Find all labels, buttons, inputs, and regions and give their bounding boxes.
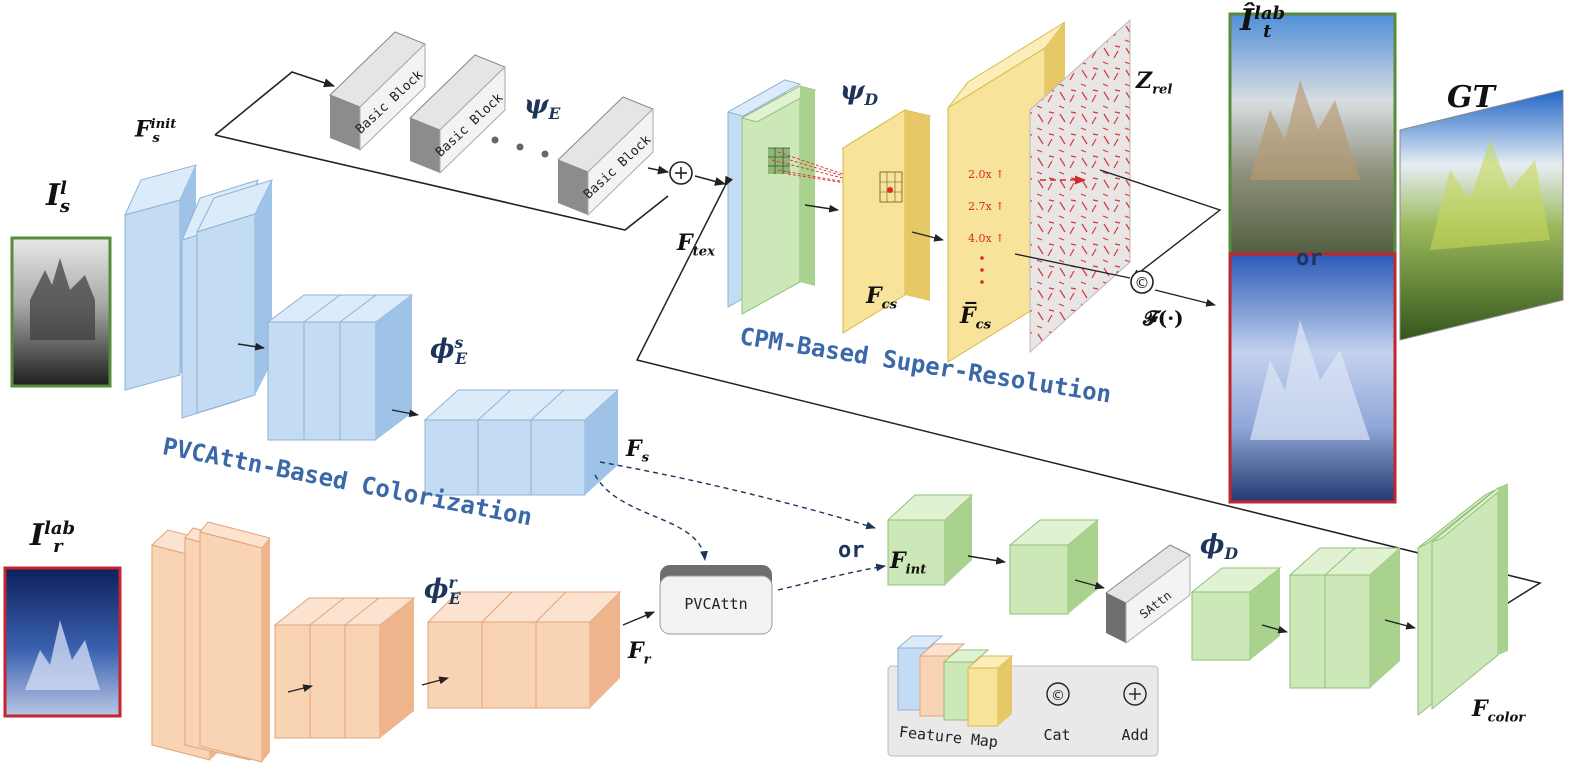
long-return-line <box>635 175 1542 609</box>
label-f-cs: Fcs <box>866 283 898 313</box>
scale-dots <box>980 256 984 284</box>
texture-feature-green <box>740 85 817 315</box>
label-output: Îlabt <box>1240 3 1286 42</box>
or-label-output: or <box>1296 246 1323 271</box>
basic-block-2 <box>409 54 506 175</box>
encoder-arrows <box>237 342 419 418</box>
decoder-cube-stack <box>1288 547 1402 689</box>
or-label-fusion: or <box>838 538 865 563</box>
svg-text:©: © <box>1135 274 1150 292</box>
label-z-rel: Zrel <box>1136 68 1173 98</box>
pvcattn-block <box>659 565 773 635</box>
sr-arrows <box>804 169 1222 307</box>
decoder-arrows <box>967 555 1416 634</box>
decoder-cube-1 <box>1008 519 1100 615</box>
basic-block-3 <box>557 96 654 217</box>
relative-coord-map <box>1029 18 1131 354</box>
add-node <box>669 161 693 185</box>
label-phi-d: ϕD <box>1200 530 1239 564</box>
pvcattn-label: PVCAttn <box>684 595 747 613</box>
blue-cube-stack-1 <box>266 294 414 441</box>
label-f-tex: Ftex <box>677 230 715 260</box>
blue-cube-stack-2 <box>423 389 620 496</box>
fusion-cube <box>886 494 974 586</box>
color-feature-map <box>1417 483 1509 717</box>
output-image-sr <box>1228 12 1397 264</box>
label-f-color: Fcolor <box>1472 696 1526 726</box>
label-f-r: Fr <box>628 638 651 668</box>
label-ground-truth: GT <box>1447 80 1495 115</box>
scale-label-1: 2.0x ↑ <box>968 168 1004 181</box>
svg-text:©: © <box>1051 688 1065 704</box>
input-gray-image <box>10 236 112 388</box>
output-image-color <box>1228 252 1397 504</box>
legend-cat-icon: © <box>1046 682 1070 706</box>
orange-cube-stack-2 <box>426 591 622 709</box>
label-phi-e-s: ϕsE <box>430 333 468 368</box>
label-f-s-init: Finits <box>135 116 177 146</box>
label-psi-d: ψD <box>840 76 879 110</box>
scale-labels: 2.0x ↑ 2.7x ↑ 4.0x ↑ <box>968 168 1004 245</box>
label-input-gray: Ils <box>46 178 71 217</box>
label-f-cs-bar: F̅cs <box>960 303 992 333</box>
scale-label-2: 2.7x ↑ <box>968 200 1004 213</box>
legend-add-label: Add <box>1121 726 1148 744</box>
decoder-cube-2 <box>1190 567 1282 661</box>
cat-node: © <box>1130 270 1154 294</box>
ground-truth-image <box>1399 89 1564 341</box>
ellipsis-dots <box>491 136 549 158</box>
blue-feature-map-2 <box>181 179 273 419</box>
legend-add-icon <box>1123 682 1147 706</box>
reference-image <box>3 566 122 718</box>
label-f-s: Fs <box>626 436 650 466</box>
basic-block-1 <box>329 31 426 152</box>
orange-feature-map-2 <box>184 521 271 763</box>
label-f-int: Fint <box>890 548 927 578</box>
legend-box <box>887 635 1159 757</box>
sattn-block <box>1105 544 1191 644</box>
scale-label-3: 4.0x ↑ <box>968 232 1004 245</box>
label-phi-e-r: ϕrE <box>424 573 461 608</box>
label-reference: Ilabr <box>30 518 76 557</box>
legend-cat-label: Cat <box>1043 726 1070 744</box>
orange-cube-stack-1 <box>273 597 416 739</box>
top-skip-lines <box>214 71 727 231</box>
reference-arrows <box>287 611 655 693</box>
dashed-connections <box>594 461 886 591</box>
label-function: 𝓕(·) <box>1143 306 1184 330</box>
cs-feature-yellow <box>841 109 932 334</box>
label-psi-e: ψE <box>524 90 561 124</box>
